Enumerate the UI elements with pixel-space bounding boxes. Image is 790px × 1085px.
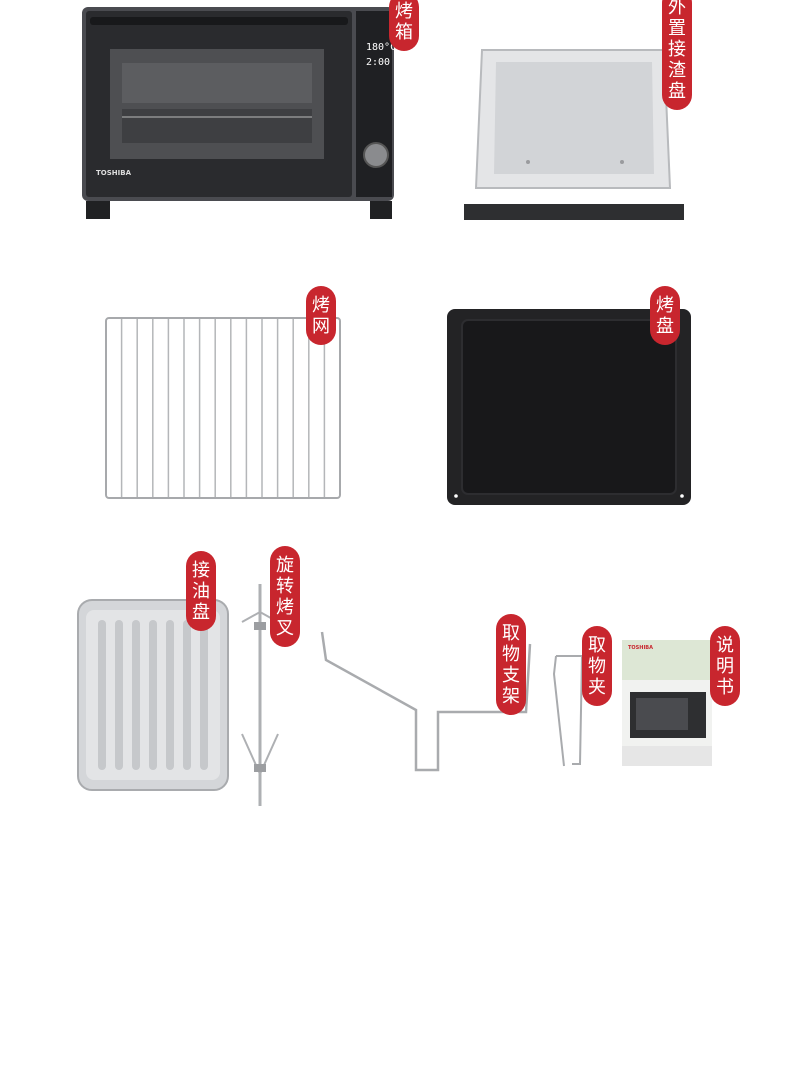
label-rack-lifter: 取物支架 (496, 614, 526, 715)
drip-rib (115, 620, 123, 770)
oven-brand-text: TOSHIBA (96, 169, 132, 177)
drip-rib (166, 620, 174, 770)
drip-rib (149, 620, 157, 770)
tongs-product (552, 654, 586, 768)
drip-tray-product (76, 598, 230, 792)
manual-brand-text: TOSHIBA (628, 645, 653, 651)
label-manual: 说明书 (710, 626, 740, 706)
label-baking-tray-text: 烤盘 (656, 295, 674, 337)
label-rotisserie-fork: 旋转烤叉 (270, 546, 300, 647)
wire-rack-product (104, 316, 342, 500)
drip-rib (183, 620, 191, 770)
label-drip-tray: 接油盘 (186, 551, 216, 631)
manual-product: TOSHIBA (622, 640, 712, 766)
drip-rib (98, 620, 106, 770)
crumb-tray-product (464, 48, 684, 222)
oven-temp-text: 180°C (366, 42, 396, 53)
tongs-image (552, 655, 584, 767)
crumb-tray-image (464, 49, 684, 220)
label-oven: 烤箱 (389, 0, 419, 51)
label-crumb-tray-text: 外置接渣盘 (668, 0, 686, 102)
label-wire-rack-text: 烤网 (312, 295, 330, 337)
label-rotisserie-fork-text: 旋转烤叉 (276, 555, 294, 639)
label-drip-tray-text: 接油盘 (192, 560, 210, 623)
label-manual-text: 说明书 (716, 635, 734, 698)
baking-tray-product (446, 308, 692, 508)
label-tongs-text: 取物夹 (588, 635, 606, 698)
manual-image: TOSHIBA (622, 640, 712, 766)
label-oven-text: 烤箱 (395, 1, 413, 43)
oven-product: TOSHIBA 180°C 2:00 (80, 5, 396, 221)
oven-time-text: 2:00 (366, 57, 390, 68)
drip-rib (200, 620, 208, 770)
drip-rib (132, 620, 140, 770)
label-tongs: 取物夹 (582, 626, 612, 706)
drip-tray-image (77, 599, 229, 791)
oven-image: TOSHIBA 180°C 2:00 (82, 7, 396, 219)
label-wire-rack: 烤网 (306, 286, 336, 345)
baking-tray-image (447, 309, 691, 505)
label-baking-tray: 烤盘 (650, 286, 680, 345)
wire-rack-image (105, 317, 341, 499)
label-rack-lifter-text: 取物支架 (502, 623, 520, 707)
label-crumb-tray: 外置接渣盘 (662, 0, 692, 110)
